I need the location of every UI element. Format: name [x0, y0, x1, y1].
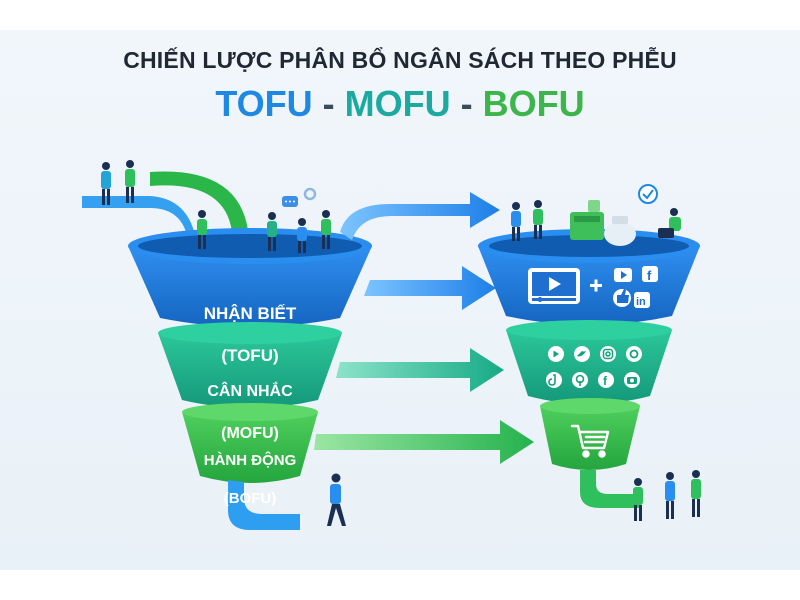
person-icon — [197, 210, 207, 249]
pinterest-icon — [572, 372, 588, 388]
right-mofu-icons: f — [546, 346, 642, 388]
right-tofu-icons: f in — [528, 266, 658, 308]
stage-bofu-name: HÀNH ĐỘNG — [203, 452, 297, 469]
person-icon — [633, 478, 643, 521]
stage-tofu-code: (TOFU) — [221, 346, 279, 365]
subtitle-bofu: BOFU — [482, 83, 585, 124]
svg-text:f: f — [647, 268, 652, 283]
facebook-icon: f — [642, 266, 658, 283]
stage-bofu-label: HÀNH ĐỘNG (BOFU) — [190, 432, 310, 527]
right-people — [511, 184, 701, 521]
page-title: CHIẾN LƯỢC PHÂN BỔ NGÂN SÁCH THEO PHỄU — [123, 47, 677, 73]
mofu-funnel-body — [158, 333, 342, 408]
person-icon — [267, 212, 277, 251]
video-player-icon — [528, 268, 580, 304]
person-icon — [533, 200, 543, 239]
person-icon — [101, 162, 111, 205]
right-mofu-body — [506, 330, 672, 404]
subtitle-sep-2: - — [450, 83, 483, 124]
facebook-icon: f — [598, 372, 614, 388]
person-icon — [665, 472, 675, 519]
youtube-icon — [548, 346, 564, 362]
left-funnel-spout — [228, 480, 300, 530]
walking-person-icon — [327, 473, 346, 526]
stage-tofu-name: NHẬN BIẾT — [203, 304, 297, 323]
person-icon — [297, 218, 307, 253]
linkedin-icon: in — [634, 292, 650, 308]
subtitle-tofu: TOFU — [215, 83, 313, 124]
person-icon — [691, 470, 701, 517]
money-bag-icon — [604, 216, 636, 246]
youtube-icon — [614, 268, 632, 282]
gear-icon — [303, 187, 317, 201]
arrow-tofu — [364, 266, 496, 310]
left-funnel — [128, 228, 372, 530]
left-people — [101, 160, 346, 526]
tiktok-icon — [546, 372, 562, 388]
person-icon — [658, 208, 681, 238]
page-subtitle: TOFU - MOFU - BOFU — [0, 83, 800, 125]
person-icon — [125, 160, 135, 203]
camera-icon — [624, 372, 640, 388]
twitter-icon — [574, 346, 590, 362]
stage-tofu-label: NHẬN BIẾT (TOFU) — [170, 282, 330, 387]
subtitle-sep-1: - — [312, 83, 345, 124]
chat-bubble-icon — [282, 196, 298, 207]
person-icon — [511, 202, 521, 241]
entry-arrow — [82, 196, 204, 258]
money-stack-icon — [570, 200, 604, 240]
arrow-mofu — [336, 348, 504, 392]
stage-mofu-label: CÂN NHẮC (MOFU) — [180, 360, 320, 465]
right-funnel-spout — [580, 470, 640, 508]
svg-text:f: f — [603, 374, 608, 388]
threads-icon — [626, 346, 642, 362]
stage-mofu-code: (MOFU) — [221, 425, 279, 442]
subtitle-mofu: MOFU — [344, 83, 451, 124]
svg-text:in: in — [636, 296, 646, 308]
check-badge-icon — [638, 184, 658, 204]
arrow-bofu — [314, 420, 534, 464]
right-funnel — [478, 229, 700, 508]
bofu-funnel-body — [182, 412, 318, 483]
stage-bofu-code: (BOFU) — [223, 490, 277, 507]
instagram-icon — [600, 346, 616, 362]
person-icon — [321, 210, 331, 249]
stage-mofu-name: CÂN NHẮC — [207, 383, 293, 400]
tofu-funnel-body — [128, 246, 372, 327]
plus-icon — [590, 279, 602, 292]
like-icon — [613, 289, 631, 307]
shopping-cart-icon — [570, 424, 610, 458]
arrow-top — [340, 192, 500, 240]
